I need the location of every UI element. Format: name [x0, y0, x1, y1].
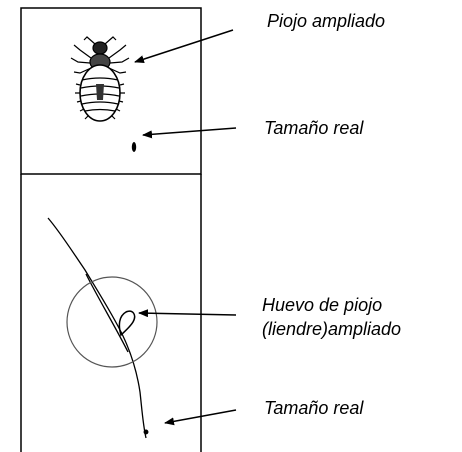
- arrow-louse-real-size: [142, 127, 237, 139]
- arrow-nit-enlarged: [138, 309, 237, 318]
- label-louse-real-size: Tamaño real: [264, 118, 364, 138]
- bottom-panel-frame: [20, 174, 202, 452]
- enlarged-louse-illustration: [70, 36, 130, 122]
- label-nit-enlarged-line1: Huevo de piojo: [262, 295, 383, 315]
- label-louse-enlarged: Piojo ampliado: [267, 11, 386, 31]
- label-nit-real-size: Tamaño real: [264, 398, 364, 418]
- label-nit-enlarged-line2: (liendre)ampliado: [262, 319, 402, 339]
- hair-strand-illustration: [47, 217, 149, 439]
- arrow-louse-enlarged: [134, 29, 234, 64]
- arrow-nit-real-size: [164, 409, 237, 426]
- top-panel-frame: [20, 7, 202, 175]
- real-size-louse-mark: [131, 142, 137, 152]
- magnifier-circle: [66, 276, 158, 368]
